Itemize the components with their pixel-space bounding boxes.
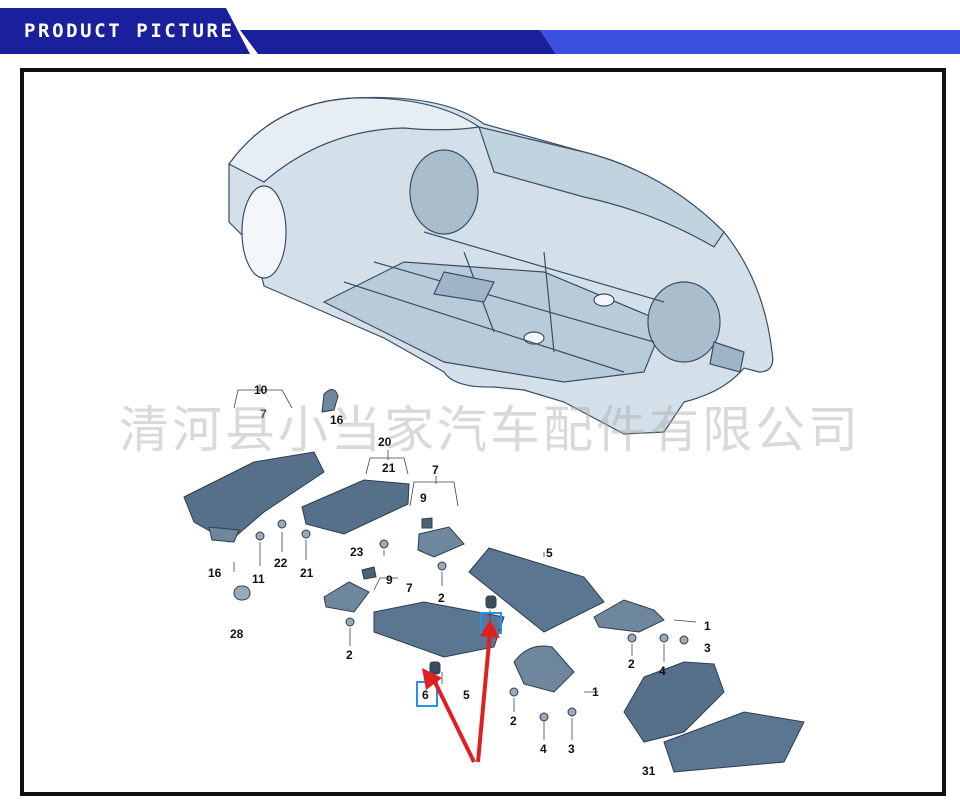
callout-21: 21 [382, 461, 396, 475]
callout-7: 7 [432, 463, 439, 477]
callout-2: 2 [628, 657, 635, 671]
car-body-underside [228, 96, 774, 435]
callout-4: 4 [659, 664, 666, 678]
parts-group [183, 389, 805, 773]
callout-10: 10 [254, 383, 268, 397]
leader-lines [233, 384, 697, 740]
callout-11: 11 [252, 572, 265, 586]
callout-labels: 10 7 16 20 21 7 9 16 11 22 21 23 28 9 7 … [208, 383, 711, 778]
callout-22: 22 [274, 556, 288, 570]
callout-28: 28 [230, 627, 244, 641]
header-banner: PRODUCT PICTURE [0, 0, 960, 58]
callout-20: 20 [378, 435, 392, 449]
callout-21: 21 [300, 566, 314, 580]
callout-31: 31 [642, 764, 656, 778]
callout-4: 4 [540, 742, 547, 756]
exploded-parts-diagram: 10 7 16 20 21 7 9 16 11 22 21 23 28 9 7 … [183, 96, 805, 778]
callout-2: 2 [510, 714, 517, 728]
callout-1: 1 [704, 619, 711, 633]
callout-23: 23 [350, 545, 364, 559]
callout-3: 3 [704, 641, 711, 655]
callout-2: 2 [438, 591, 445, 605]
callout-16: 16 [330, 413, 344, 427]
callout-5: 5 [546, 546, 553, 560]
callout-7: 7 [406, 581, 413, 595]
callout-6: 6 [422, 688, 429, 702]
callout-5: 5 [463, 688, 470, 702]
banner-graphic [0, 8, 960, 54]
callout-1: 1 [592, 685, 599, 699]
callout-9: 9 [386, 573, 393, 587]
callout-9: 9 [420, 491, 427, 505]
callout-16: 16 [208, 566, 222, 580]
red-arrows [422, 620, 500, 763]
page-title: PRODUCT PICTURE [24, 20, 235, 42]
callout-7: 7 [260, 407, 267, 421]
callout-2: 2 [346, 648, 353, 662]
product-picture-frame: 10 7 16 20 21 7 9 16 11 22 21 23 28 9 7 … [20, 68, 946, 796]
callout-3: 3 [568, 742, 575, 756]
